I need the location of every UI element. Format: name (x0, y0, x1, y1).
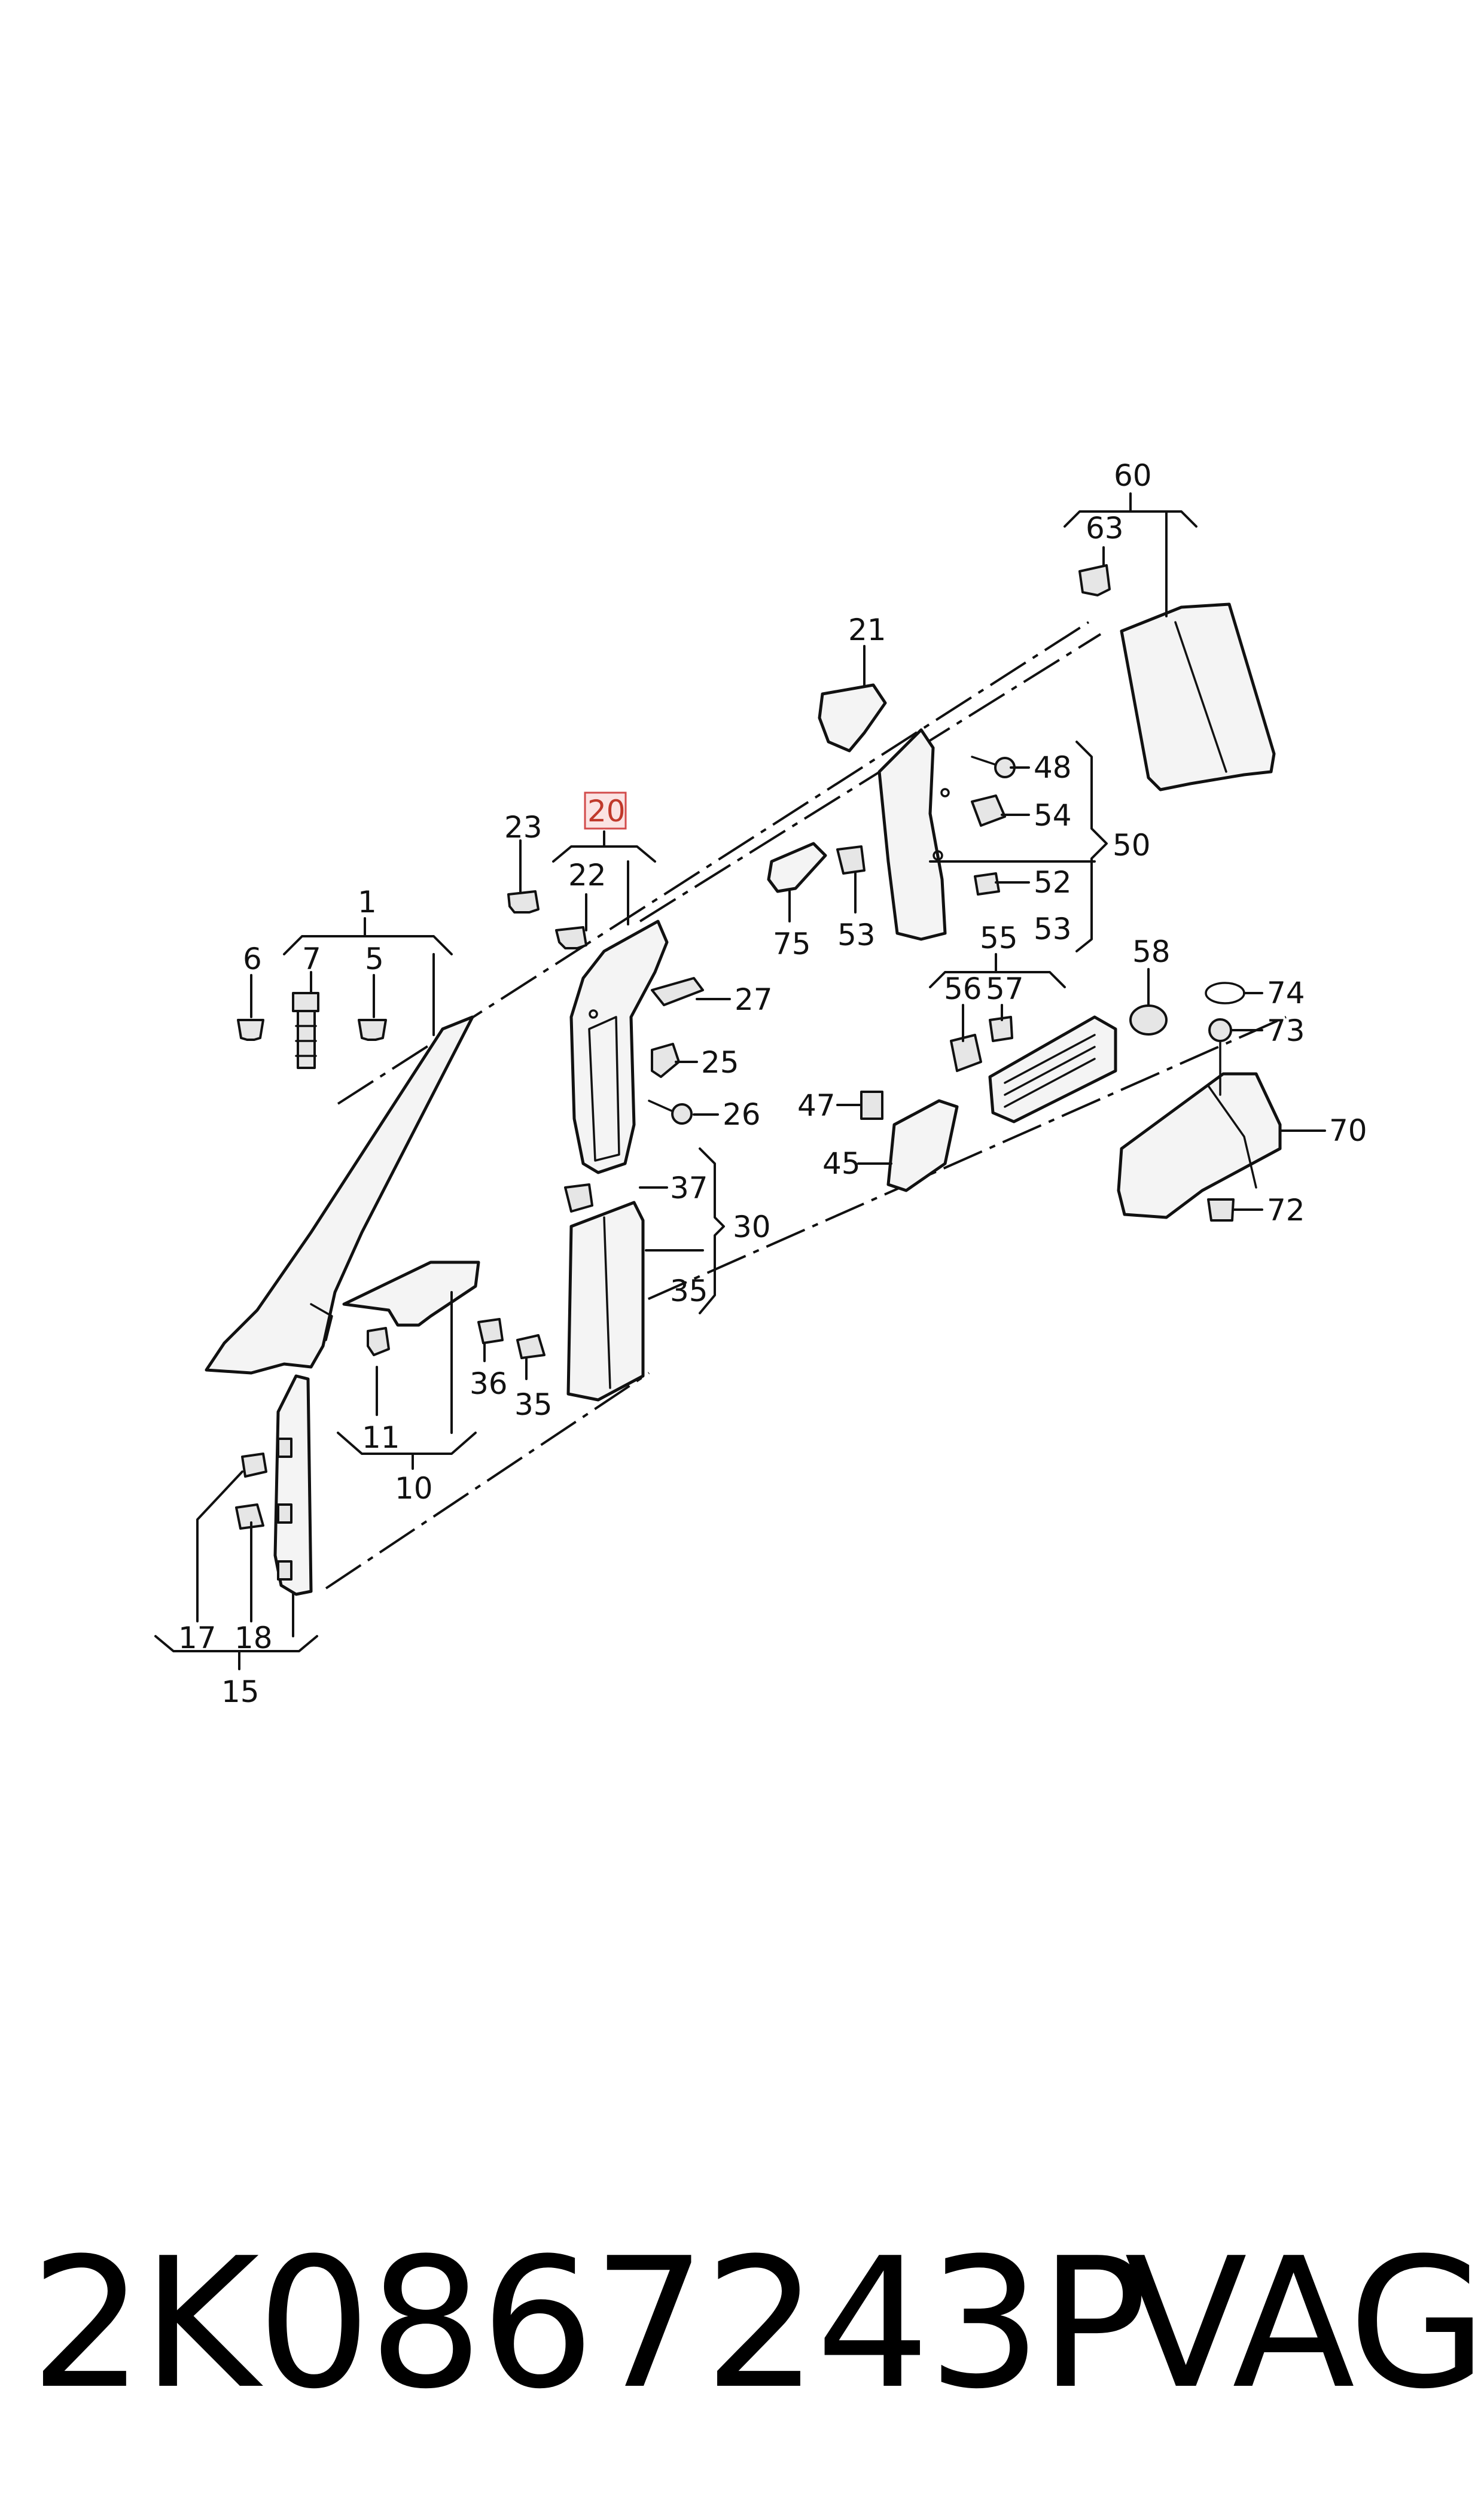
c-pillar-trim-50 (836, 728, 950, 941)
callout-6: 6 (243, 942, 262, 976)
callout-48: 48 (1034, 750, 1072, 785)
push-clip-6 (237, 1019, 264, 1041)
brand-text: VAG (1125, 2219, 1484, 2428)
callout-20-highlighted: 20 (587, 794, 626, 829)
clip-63 (1078, 564, 1111, 596)
highlight-box (584, 791, 627, 830)
callout-56: 56 (944, 972, 982, 1006)
callout-53-lower: 53 (837, 918, 876, 952)
callout-18: 18 (234, 1621, 273, 1655)
callout-11: 11 (362, 1420, 400, 1455)
callout-74: 74 (1267, 976, 1305, 1010)
screw-26 (648, 1100, 693, 1125)
clip-47 (860, 1091, 883, 1120)
callout-54: 54 (1034, 798, 1072, 833)
callout-1: 1 (358, 885, 377, 919)
callout-45: 45 (822, 1146, 861, 1181)
callout-52: 52 (1034, 865, 1072, 900)
callout-60: 60 (1114, 458, 1152, 493)
b-pillar-upper-trim-20 (569, 919, 669, 1174)
callout-25: 25 (701, 1045, 739, 1080)
a-pillar-trim (205, 1015, 474, 1375)
callout-57: 57 (986, 972, 1024, 1006)
clip-7 (292, 992, 319, 1069)
callout-75: 75 (773, 927, 811, 961)
callout-63: 63 (1086, 511, 1124, 546)
callout-23: 23 (504, 810, 543, 845)
clip-54 (971, 794, 1006, 827)
callout-22: 22 (568, 858, 607, 893)
callout-58: 58 (1132, 934, 1171, 969)
d-pillar-trim-60 (1120, 602, 1276, 791)
clip-22 (555, 926, 587, 949)
callout-55: 55 (980, 921, 1018, 955)
callout-21: 21 (848, 613, 886, 647)
cover-45 (886, 1099, 959, 1192)
b-pillar-lower-strip-15 (235, 1374, 313, 1596)
nut-72 (1207, 1198, 1235, 1222)
clip-58 (1129, 1004, 1168, 1036)
callout-50: 50 (1113, 828, 1151, 863)
push-clip-5 (358, 1019, 387, 1041)
guide-21 (818, 683, 887, 753)
callout-15: 15 (221, 1674, 260, 1709)
callout-36: 36 (470, 1366, 508, 1401)
callout-70: 70 (1329, 1113, 1367, 1148)
callout-17: 17 (178, 1621, 217, 1655)
callout-5: 5 (365, 942, 384, 976)
clip-36 (477, 1318, 504, 1344)
callout-37: 37 (670, 1171, 708, 1205)
clip-35 (516, 1334, 546, 1359)
callout-47: 47 (797, 1088, 836, 1123)
callout-73: 73 (1267, 1013, 1305, 1048)
callout-53-right: 53 (1034, 912, 1072, 946)
bracket-27 (651, 977, 704, 1006)
callout-labels: 1 6 7 5 11 10 17 18 15 20 23 22 27 25 26… (178, 458, 1367, 1709)
leader-lines (154, 492, 1326, 1670)
callout-72: 72 (1267, 1193, 1305, 1228)
callout-30: 30 (733, 1210, 771, 1244)
callout-10: 10 (395, 1471, 433, 1506)
callout-26: 26 (723, 1097, 761, 1132)
loadspace-trim-70 (1117, 1072, 1282, 1219)
clip-23 (507, 890, 540, 914)
screw-48 (971, 756, 1016, 778)
part-number-text: 2K0867243P (30, 2219, 1148, 2428)
callout-35-lower: 35 (514, 1387, 553, 1422)
nut-52 (974, 872, 1000, 896)
air-vent-55 (950, 1015, 1117, 1123)
callout-35-upper: 35 (670, 1274, 708, 1308)
bracket-10 (342, 1260, 480, 1356)
callout-7: 7 (302, 942, 321, 976)
callout-27: 27 (735, 982, 773, 1017)
seal-74 (1205, 982, 1245, 1004)
clip-25 (651, 1043, 680, 1078)
b-pillar-lower-trim-30 (564, 1183, 645, 1402)
screw-73 (1208, 1018, 1232, 1096)
cap-75 (767, 842, 827, 893)
